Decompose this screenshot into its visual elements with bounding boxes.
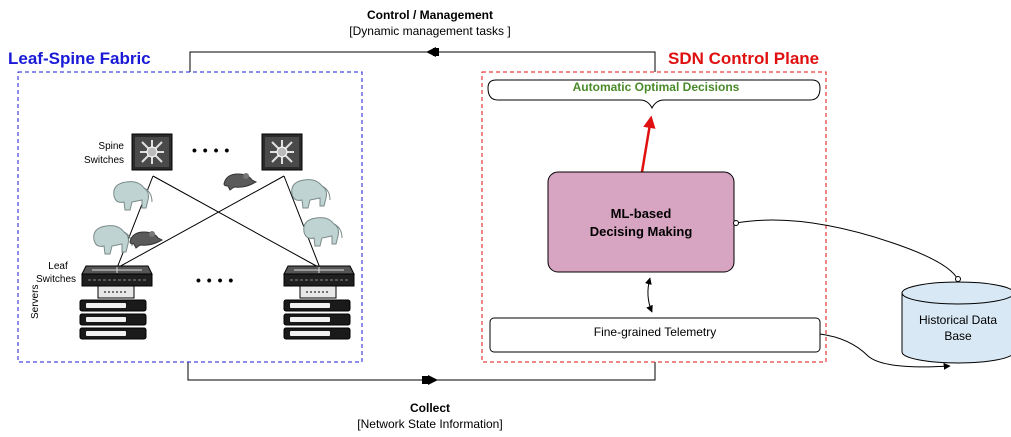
ml-box-label-line2: Decising Making: [589, 224, 693, 239]
decisions-brace: [487, 79, 821, 110]
automatic-decisions-label: Automatic Optimal Decisions: [572, 80, 740, 94]
leaf-switch-1: [81, 265, 153, 287]
collect-subtitle: [Network State Information]: [357, 417, 503, 431]
collect-flow-arrow: [428, 375, 438, 385]
collect-flow-line: [187, 362, 656, 381]
spine-ellipsis: • • • •: [192, 142, 231, 158]
control-management-title: Control / Management: [366, 8, 493, 22]
servers-label: Servers: [30, 284, 41, 319]
elephant-flow-icon: [291, 179, 331, 209]
database-label-line1: Historical Data: [918, 313, 998, 327]
database-cylinder: [901, 281, 1011, 364]
spine-switch-2: [261, 133, 303, 171]
spine-switch-1: [131, 133, 173, 171]
elephant-flow-icon: [113, 181, 153, 211]
leaf-ellipsis: • • • •: [196, 272, 235, 288]
decision-arrow: [640, 115, 656, 173]
ml-database-link: [735, 219, 959, 281]
sdn-control-plane-title: SDN Control Plane: [668, 49, 820, 68]
server-rack-1: [79, 285, 147, 340]
ml-telemetry-link: [644, 277, 653, 313]
ml-box-label-line1: ML-based: [610, 206, 672, 221]
spine-label-line2: Switches: [83, 155, 124, 166]
leaf-label-line2: Switches: [35, 274, 76, 285]
sdn-region: [481, 71, 827, 363]
telemetry-database-link: [819, 333, 951, 370]
leaf-spine-title: Leaf-Spine Fabric: [8, 49, 151, 68]
leaf-spine-region: [17, 71, 363, 363]
server-rack-2: [283, 285, 351, 340]
collect-title: Collect: [409, 401, 450, 415]
mouse-flow-icon: [223, 172, 257, 191]
database-label-line2: Base: [944, 329, 972, 343]
control-flow-line: [189, 51, 656, 72]
telemetry-box: [489, 317, 821, 353]
ml-box: [547, 171, 735, 273]
control-management-subtitle: [Dynamic management tasks ]: [349, 24, 511, 38]
spine-label-line1: Spine: [98, 141, 124, 152]
elephant-flow-icon: [93, 225, 133, 255]
leaf-label-line1: Leaf: [48, 261, 68, 272]
leaf-switch-2: [283, 265, 355, 287]
telemetry-label: Fine-grained Telemetry: [593, 325, 717, 339]
